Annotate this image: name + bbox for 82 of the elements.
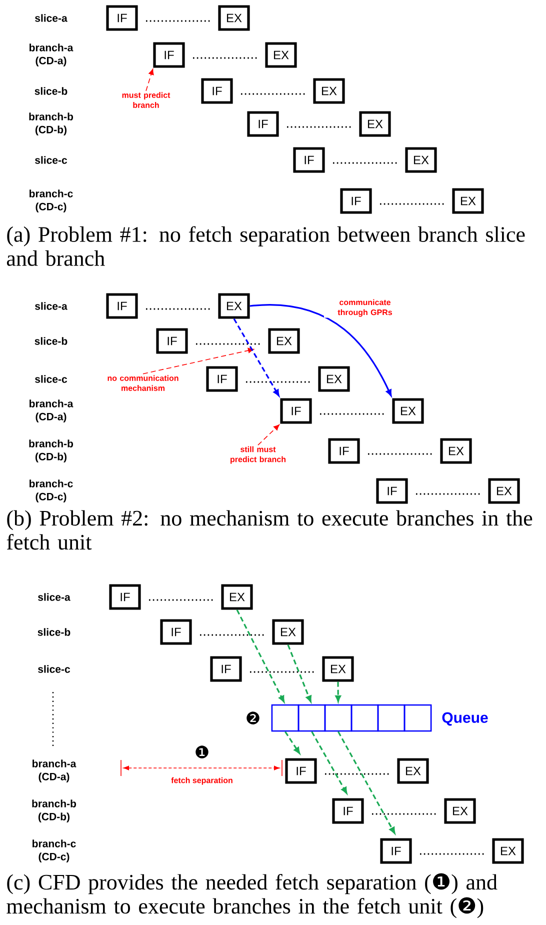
arrow xyxy=(338,731,396,834)
row-label: slice-a xyxy=(35,14,68,22)
stage-box: EX xyxy=(322,656,354,682)
caption: (a) Problem #1: no fetch separation between branch slice and branch xyxy=(6,226,525,266)
queue-cell xyxy=(324,704,352,732)
stage-box: IF xyxy=(380,838,412,864)
row-label: slice-c xyxy=(35,156,68,164)
caption: (c) CFD provides the needed fetch separation (❶) and mechanism to execute branches in the fetch unit (❷) xyxy=(6,873,498,918)
stage-box: EX xyxy=(405,147,437,173)
arrow xyxy=(236,609,285,702)
stage-box: EX xyxy=(492,838,524,864)
row-label: slice-c xyxy=(35,375,68,383)
arrow xyxy=(233,318,280,396)
row-label: branch-c (CD-c) xyxy=(32,840,76,862)
annotation: still must predict branch xyxy=(230,446,286,464)
queue-cell xyxy=(298,704,326,732)
arrow xyxy=(311,731,348,794)
row-label: branch-b (CD-b) xyxy=(32,800,76,822)
stage-box: IF xyxy=(201,78,233,104)
stage-box: EX xyxy=(444,798,476,824)
stage-box: EX xyxy=(318,366,350,392)
stage-box: IF xyxy=(328,438,360,464)
stage-box: IF xyxy=(206,366,238,392)
stage-box: EX xyxy=(221,584,253,610)
stage-box: IF xyxy=(210,656,242,682)
circled-number: ❶ xyxy=(196,746,208,758)
stage-box: EX xyxy=(218,293,250,319)
stage-box: EX xyxy=(268,328,300,354)
caption: (b) Problem #2: no mechanism to execute branches in the fetch unit xyxy=(6,510,532,550)
row-label: slice-c xyxy=(38,665,70,673)
arrow xyxy=(287,644,312,702)
row-label: branch-c (CD-c) xyxy=(30,480,73,502)
queue-cell xyxy=(271,704,300,732)
queue-cell xyxy=(404,704,432,732)
stage-box: EX xyxy=(392,398,424,424)
stage-box: EX xyxy=(272,619,304,645)
arrow xyxy=(142,348,254,374)
stage-box: IF xyxy=(156,328,188,354)
stage-box: EX xyxy=(440,438,472,464)
stage-box: IF xyxy=(106,293,138,319)
row-label: slice-b xyxy=(34,337,68,345)
row-label: slice-b xyxy=(34,87,68,95)
stage-box: EX xyxy=(313,78,345,104)
row-label: slice-a xyxy=(35,302,68,310)
stage-box: EX xyxy=(397,758,429,784)
queue-cell xyxy=(377,704,406,732)
row-label: branch-b (CD-b) xyxy=(29,440,74,462)
stage-box: IF xyxy=(293,147,325,173)
stage-box: IF xyxy=(340,188,372,214)
annotation: must predict branch xyxy=(122,92,170,108)
row-label: slice-b xyxy=(38,628,70,636)
stage-box: IF xyxy=(160,619,192,645)
stage-box: IF xyxy=(106,5,138,31)
row-label: branch-a (CD-a) xyxy=(30,400,74,422)
edge-label: communicate through GPRs xyxy=(338,299,392,317)
stage-box: IF xyxy=(376,478,408,504)
arrow xyxy=(335,682,342,702)
row-label: branch-a (CD-a) xyxy=(32,760,76,782)
queue-label: Queue xyxy=(442,712,488,726)
row-label: slice-a xyxy=(38,593,70,601)
arrow xyxy=(146,68,154,92)
stage-box: EX xyxy=(488,478,520,504)
stage-box: EX xyxy=(218,5,250,31)
stage-box: EX xyxy=(359,111,391,137)
stage-box: IF xyxy=(247,111,279,137)
annotation: no communication mechanism xyxy=(108,375,178,391)
stage-box: IF xyxy=(280,398,312,424)
row-label: branch-c (CD-c) xyxy=(30,190,73,212)
arrow xyxy=(284,731,300,754)
stage-box: IF xyxy=(285,758,317,784)
queue-cell xyxy=(350,704,379,732)
row-label: branch-b (CD-b) xyxy=(29,112,74,136)
stage-box: IF xyxy=(109,584,141,610)
stage-box: EX xyxy=(265,42,297,68)
row-label: branch-a (CD-a) xyxy=(30,44,74,66)
arrow xyxy=(250,304,392,396)
stage-box: IF xyxy=(153,42,185,68)
dimension-label: fetch separation xyxy=(171,777,232,785)
arrow xyxy=(258,424,280,446)
stage-box: IF xyxy=(332,798,364,824)
stage-box: EX xyxy=(452,188,484,214)
circled-number: ❷ xyxy=(246,712,260,724)
